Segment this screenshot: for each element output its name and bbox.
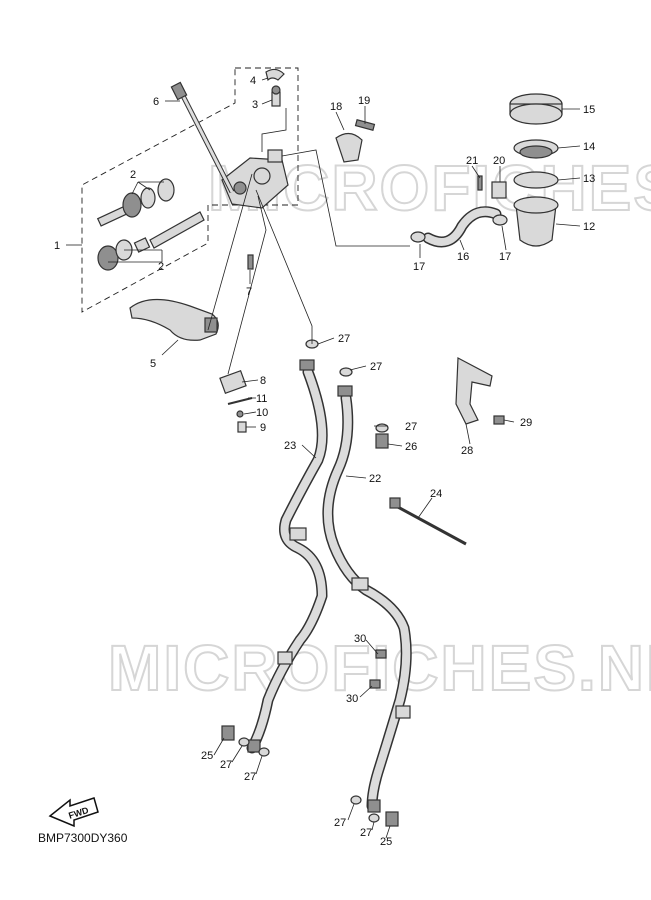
hose-clip-right <box>492 214 508 226</box>
callout-30a: 30 <box>354 633 366 645</box>
callout-27g: 27 <box>360 827 372 839</box>
callout-25b: 25 <box>380 836 392 848</box>
callout-10: 10 <box>256 407 268 419</box>
callout-27d: 27 <box>220 759 232 771</box>
callout-13: 13 <box>583 173 595 185</box>
callout-17b: 17 <box>499 251 511 263</box>
callout-20: 20 <box>493 155 505 167</box>
watermark-bottom: MICROFICHES.NET <box>108 632 651 704</box>
leader-lines <box>66 77 581 839</box>
callout-21: 21 <box>466 155 478 167</box>
callout-18: 18 <box>330 101 342 113</box>
brake-lever <box>129 298 219 341</box>
master-cylinder <box>221 149 289 209</box>
union-bolts <box>221 433 399 827</box>
clamp-bolts <box>369 649 387 689</box>
callout-28: 28 <box>461 445 473 457</box>
long-bolt-part <box>170 81 235 194</box>
callout-27a: 27 <box>338 333 350 345</box>
callout-14: 14 <box>583 141 595 153</box>
callout-3: 3 <box>252 99 258 111</box>
switch-parts <box>219 369 253 433</box>
fwd-arrow-icon: FWD <box>48 797 99 828</box>
holder-part <box>335 119 376 163</box>
hose-clip-left <box>410 231 426 243</box>
callout-25a: 25 <box>201 750 213 762</box>
callout-8: 8 <box>260 375 266 387</box>
piston-kit-upper <box>96 178 175 227</box>
callout-15: 15 <box>583 104 595 116</box>
callout-2b: 2 <box>158 261 164 273</box>
callout-4: 4 <box>250 75 256 87</box>
callout-26: 26 <box>405 441 417 453</box>
pin-part <box>247 254 254 270</box>
callout-27e: 27 <box>244 771 256 783</box>
callout-19: 19 <box>358 95 370 107</box>
callout-5: 5 <box>150 358 156 370</box>
callout-9: 9 <box>260 422 266 434</box>
hose-bracket <box>455 357 493 425</box>
diagram-code: BMP7300DY360 <box>38 831 128 845</box>
reservoir-bracket <box>477 175 507 199</box>
callout-6: 6 <box>153 96 159 108</box>
callout-labels: 1 2 2 3 4 5 6 7 8 9 10 11 12 13 14 15 16… <box>54 75 595 848</box>
piston-kit-lower <box>97 211 205 271</box>
callout-12: 12 <box>583 221 595 233</box>
copper-washers <box>238 339 389 823</box>
callout-17a: 17 <box>413 261 425 273</box>
callout-23: 23 <box>284 440 296 452</box>
callout-22: 22 <box>369 473 381 485</box>
callout-16: 16 <box>457 251 469 263</box>
cable-tie <box>389 497 467 546</box>
callout-1: 1 <box>54 240 60 252</box>
assembly-frame <box>81 67 299 313</box>
bracket-bolt <box>493 415 505 425</box>
bleed-screw-part <box>265 68 285 107</box>
hose-fittings <box>247 359 411 813</box>
callout-27c: 27 <box>405 421 417 433</box>
callout-7: 7 <box>246 286 252 298</box>
callout-29: 29 <box>520 417 532 429</box>
callout-30b: 30 <box>346 693 358 705</box>
callout-24: 24 <box>430 488 442 500</box>
callout-11: 11 <box>256 393 267 405</box>
callout-27b: 27 <box>370 361 382 373</box>
reservoir <box>509 93 563 247</box>
callout-27f: 27 <box>334 817 346 829</box>
callout-2a: 2 <box>130 169 136 181</box>
